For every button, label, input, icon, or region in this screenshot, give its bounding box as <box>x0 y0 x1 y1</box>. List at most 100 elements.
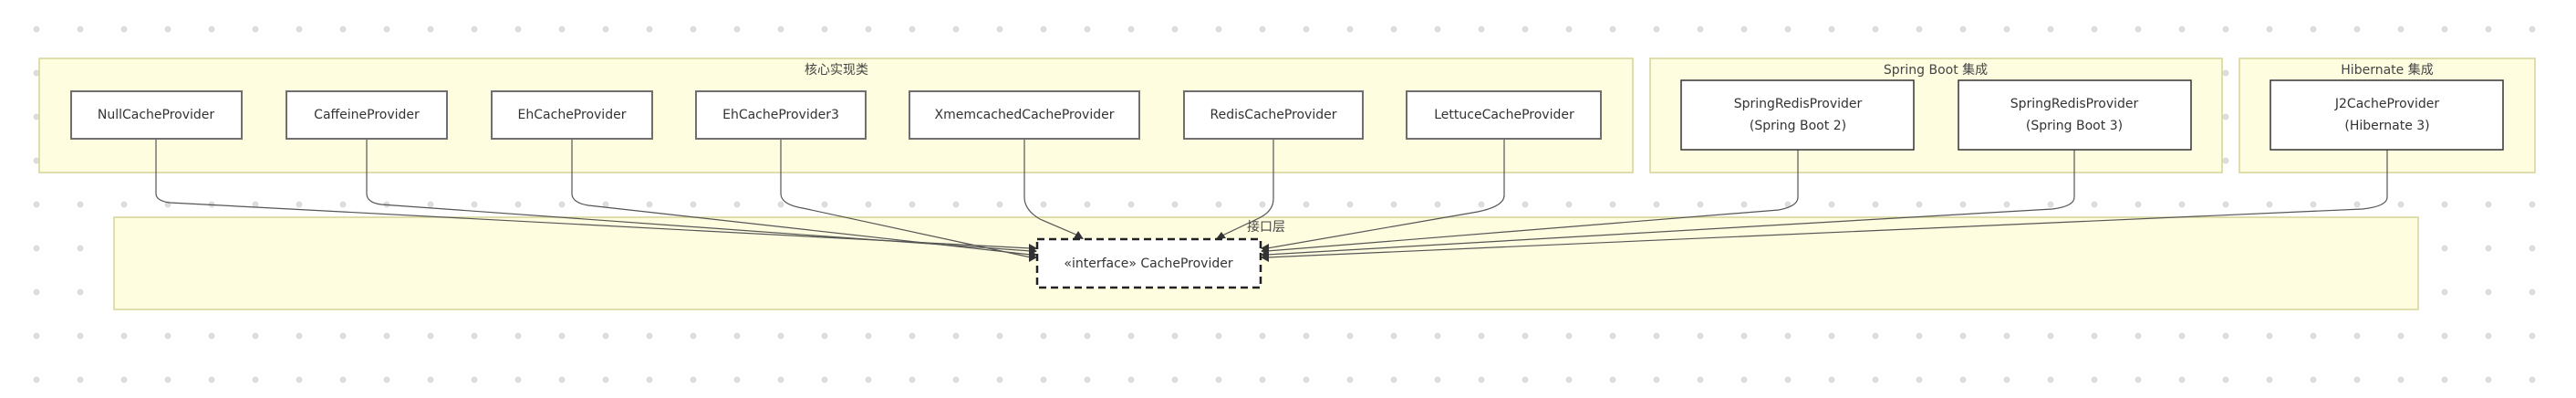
grid-dot <box>865 332 872 340</box>
grid-dot <box>120 332 128 340</box>
grid-dot <box>2485 376 2492 383</box>
grid-dot <box>2135 332 2142 340</box>
grid-dot <box>208 332 215 340</box>
grid-dot <box>1697 376 1704 383</box>
edge-caffeine-to-cacheprovider <box>366 139 1032 252</box>
grid-dot <box>1127 376 1135 383</box>
grid-dot <box>909 26 916 33</box>
grid-dot <box>1215 26 1222 33</box>
grid-dot <box>952 201 960 208</box>
arrowhead-redis <box>1216 232 1226 239</box>
grid-dot <box>339 26 347 33</box>
grid-dot <box>208 376 215 383</box>
node-label: EhCacheProvider <box>518 108 627 122</box>
edge-null-to-cacheprovider <box>155 139 1032 249</box>
grid-dot <box>120 26 128 33</box>
grid-dot <box>1609 201 1616 208</box>
grid-dot <box>1390 332 1397 340</box>
grid-dot <box>1522 201 1529 208</box>
grid-dot <box>2441 288 2448 296</box>
grid-dot <box>383 26 390 33</box>
group-interface: 接口层 <box>113 216 2419 310</box>
grid-dot <box>2353 26 2361 33</box>
grid-dot <box>1740 26 1748 33</box>
node-sublabel: (Spring Boot 2) <box>1750 119 1846 133</box>
grid-dot <box>777 26 784 33</box>
grid-dot <box>1346 332 1354 340</box>
node-label: NullCacheProvider <box>98 108 215 122</box>
grid-dot <box>2222 332 2229 340</box>
grid-dot <box>296 201 303 208</box>
node-ehcache-provider[interactable]: EhCacheProvider <box>491 90 653 140</box>
grid-dot <box>2222 201 2229 208</box>
node-spring-redis-provider-boot2[interactable]: SpringRedisProvider (Spring Boot 2) <box>1680 79 1915 151</box>
node-lettuce-cache-provider[interactable]: LettuceCacheProvider <box>1406 90 1602 140</box>
grid-dot <box>1084 201 1091 208</box>
grid-dot <box>2178 332 2186 340</box>
edge-ehcache3-to-cacheprovider <box>780 139 1032 258</box>
grid-dot <box>2397 201 2405 208</box>
grid-dot <box>777 332 784 340</box>
grid-dot <box>1565 201 1573 208</box>
grid-dot <box>1303 201 1310 208</box>
grid-dot <box>1828 332 1835 340</box>
grid-dot <box>1916 376 1923 383</box>
grid-dot <box>1434 26 1441 33</box>
grid-dot <box>1478 201 1485 208</box>
group-spring-title: Spring Boot 集成 <box>1884 62 1988 78</box>
node-null-cache-provider[interactable]: NullCacheProvider <box>70 90 243 140</box>
grid-dot <box>471 332 478 340</box>
grid-dot <box>2047 201 2054 208</box>
grid-dot <box>1784 26 1792 33</box>
node-redis-cache-provider[interactable]: RedisCacheProvider <box>1183 90 1364 140</box>
grid-dot <box>602 26 609 33</box>
node-caffeine-provider[interactable]: CaffeineProvider <box>286 90 448 140</box>
grid-dot <box>252 332 259 340</box>
grid-dot <box>2003 26 2010 33</box>
grid-dot <box>2353 332 2361 340</box>
grid-dot <box>164 26 171 33</box>
grid-dot <box>1171 201 1179 208</box>
grid-dot <box>733 26 741 33</box>
node-xmemcached-cache-provider[interactable]: XmemcachedCacheProvider <box>909 90 1140 140</box>
edge-ehcache-to-cacheprovider <box>571 139 1032 256</box>
grid-dot <box>33 376 40 383</box>
edge-springredis2-to-cacheprovider <box>1266 150 1799 252</box>
node-cache-provider-interface[interactable]: «interface» CacheProvider <box>1035 237 1262 289</box>
grid-dot <box>77 26 84 33</box>
grid-dot <box>1303 332 1310 340</box>
grid-dot <box>2529 26 2536 33</box>
grid-dot <box>2222 69 2229 77</box>
grid-dot <box>514 201 522 208</box>
grid-dot <box>733 201 741 208</box>
grid-dot <box>690 332 697 340</box>
grid-dot <box>1127 26 1135 33</box>
grid-dot <box>1259 376 1266 383</box>
grid-dot <box>2003 332 2010 340</box>
grid-dot <box>2485 26 2492 33</box>
node-ehcache-provider3[interactable]: EhCacheProvider3 <box>695 90 867 140</box>
grid-dot <box>471 376 478 383</box>
grid-dot <box>33 26 40 33</box>
grid-dot <box>339 201 347 208</box>
grid-dot <box>471 26 478 33</box>
grid-dot <box>164 332 171 340</box>
node-spring-redis-provider-boot3[interactable]: SpringRedisProvider (Spring Boot 3) <box>1958 79 2192 151</box>
grid-dot <box>777 376 784 383</box>
grid-dot <box>77 288 84 296</box>
grid-dot <box>2397 332 2405 340</box>
grid-dot <box>1171 376 1179 383</box>
group-core-title: 核心实现类 <box>805 63 868 78</box>
grid-dot <box>1609 376 1616 383</box>
grid-dot <box>427 332 434 340</box>
grid-dot <box>1346 26 1354 33</box>
grid-dot <box>2441 332 2448 340</box>
grid-dot <box>1784 376 1792 383</box>
grid-dot <box>777 201 784 208</box>
grid-dot <box>33 332 40 340</box>
node-label: J2CacheProvider <box>2334 97 2439 111</box>
grid-dot <box>1872 376 1879 383</box>
node-j2cache-provider[interactable]: J2CacheProvider (Hibernate 3) <box>2270 79 2504 151</box>
grid-dot <box>1434 376 1441 383</box>
grid-dot <box>1959 201 1967 208</box>
